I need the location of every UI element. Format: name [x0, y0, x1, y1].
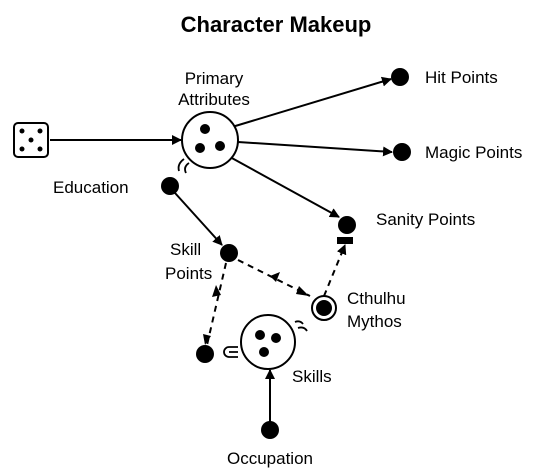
- primary-attributes-label-line2: Attributes: [178, 90, 250, 109]
- primary-attributes-label-line1: Primary: [185, 69, 244, 88]
- edge-skill-points-to-skill-node: [206, 262, 227, 346]
- sanity-bar-marker: [337, 237, 353, 244]
- cthulhu-mythos-node: [311, 295, 337, 321]
- skills-node: [240, 314, 308, 370]
- edge-primary-to-hit-points: [231, 76, 392, 128]
- edge-primary-to-magic-points: [237, 141, 393, 157]
- skill-points-label-line1: Skill: [170, 240, 201, 259]
- dice-icon: [13, 122, 49, 158]
- arrow-head-skill-cthulhu-1: [270, 272, 280, 282]
- skill-points-label-line2: Points: [165, 264, 212, 283]
- education-label: Education: [53, 178, 129, 197]
- occupation-node: [261, 421, 279, 439]
- edge-education-to-skill-points: [174, 192, 223, 246]
- hit-points-label: Hit Points: [425, 68, 498, 87]
- skill-points-node: [220, 244, 238, 262]
- skill-instance-connector: [223, 346, 238, 358]
- hit-points-node: [391, 68, 409, 86]
- magic-points-label: Magic Points: [425, 143, 522, 162]
- skill-instance-node: [196, 345, 214, 363]
- sanity-points-label: Sanity Points: [376, 210, 475, 229]
- sanity-points-node: [338, 216, 356, 234]
- edge-primary-to-sanity-points: [229, 156, 340, 218]
- education-node: [161, 177, 179, 195]
- arrow-head-skill-node-2: [203, 334, 211, 345]
- diagram-title: Character Makeup: [181, 12, 372, 37]
- cthulhu-mythos-label-line2: Mythos: [347, 312, 402, 331]
- occupation-label: Occupation: [227, 449, 313, 468]
- magic-points-node: [393, 143, 411, 161]
- cthulhu-mythos-label-line1: Cthulhu: [347, 289, 406, 308]
- arrow-head-skill-cthulhu-2: [296, 286, 309, 296]
- edge-cthulhu-to-sanity-points: [323, 244, 347, 297]
- primary-attributes-node: [177, 111, 239, 174]
- arrow-head-skill-node-1: [212, 285, 221, 297]
- skills-label: Skills: [292, 367, 332, 386]
